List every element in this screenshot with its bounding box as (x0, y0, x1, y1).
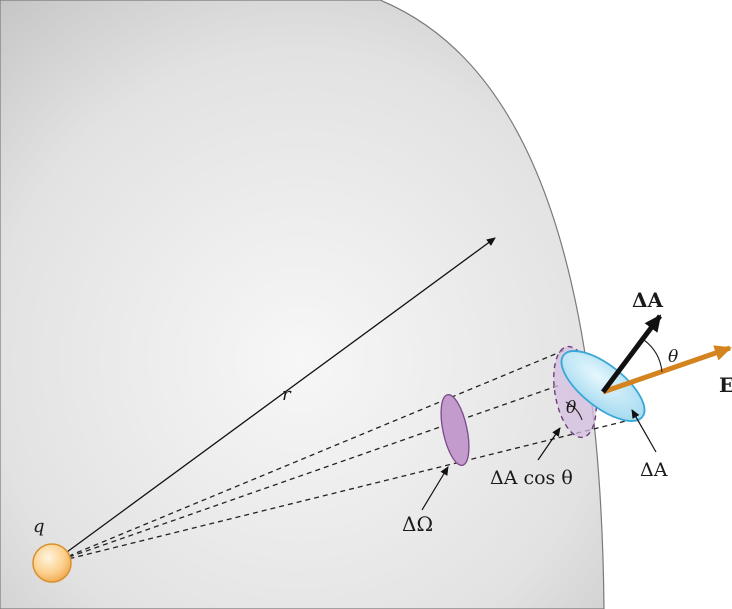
projected-area-label: ΔA cos θ (490, 467, 573, 489)
angle-label-vectors: θ (668, 347, 678, 367)
area-vector-arrow (601, 314, 662, 394)
solid-angle-label: ΔΩ (402, 512, 433, 536)
area-leader (631, 409, 657, 453)
cone-lines (51, 349, 631, 564)
solid-angle-leader (421, 466, 449, 511)
charge-label: q (33, 516, 45, 537)
area-vector-label: ΔA (632, 288, 664, 312)
point-charge (32, 543, 72, 583)
area-patch (560, 350, 646, 422)
radius-arrow (51, 237, 496, 564)
field-arrow (602, 345, 732, 395)
area-label: ΔA (640, 459, 668, 481)
projected-area-leader (537, 427, 561, 461)
gaussian-sphere (0, 0, 605, 609)
angle-label-near-area: θ (566, 398, 576, 418)
angle-arc-projection (565, 401, 583, 421)
field-label: E (719, 373, 732, 397)
angle-arc-vectors (643, 339, 663, 373)
solid-angle-patch (440, 394, 470, 466)
radius-label: r (282, 384, 292, 405)
